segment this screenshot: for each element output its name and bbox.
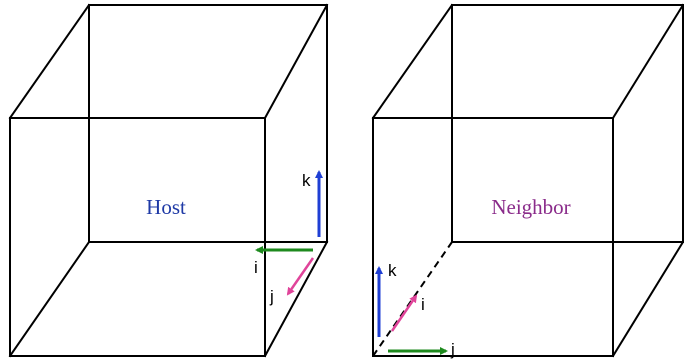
neighbor-edge-top-right (611, 3, 684, 120)
neighbor-edge-bottom-right (611, 240, 684, 358)
host-edge-top-right (263, 3, 329, 120)
neighbor-k-label: k (388, 261, 397, 280)
neighbor-i-label: i (421, 295, 425, 314)
host-front-face (9, 117, 266, 357)
host-k-label: k (302, 171, 311, 190)
host-edge-bottom-right (263, 240, 329, 358)
host-i-label: i (254, 258, 258, 277)
host-j-label: j (269, 287, 274, 306)
neighbor-front-face (372, 117, 614, 357)
neighbor-i-arrow (390, 294, 418, 332)
neighbor-label: Neighbor (491, 195, 570, 219)
neighbor-edge-top-left (371, 3, 454, 120)
host-edge-bottom-left (8, 240, 91, 358)
neighbor-back-face (451, 4, 684, 243)
host-back-face (88, 4, 328, 243)
host-j-arrow (286, 257, 315, 296)
host-cube: Host k i j (8, 3, 329, 358)
neighbor-cube: Neighbor k i j (371, 3, 684, 359)
host-label: Host (146, 195, 186, 219)
neighbor-j-label: j (450, 340, 455, 359)
host-edge-top-left (8, 3, 91, 120)
